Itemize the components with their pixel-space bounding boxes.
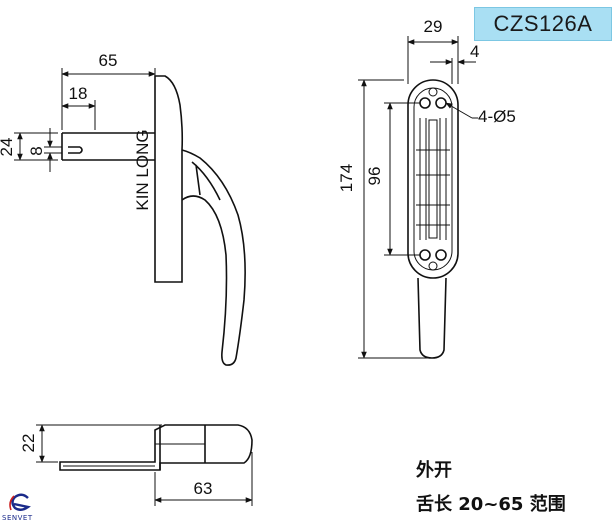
dim-side-height: 24 xyxy=(0,138,16,157)
bottom-view-dimensions xyxy=(36,424,253,506)
dim-front-offset: 4 xyxy=(470,42,479,61)
side-view-dimensions xyxy=(14,68,156,172)
dim-side-inner: 8 xyxy=(27,146,46,155)
logo-e-icon xyxy=(9,493,31,511)
dim-bottom-thickness: 22 xyxy=(19,434,38,453)
mount-hole xyxy=(435,249,447,261)
lever-arm-edge xyxy=(191,161,221,201)
dim-front-width: 29 xyxy=(424,17,443,36)
dim-holes-label: 4-Ø5 xyxy=(478,107,516,126)
mount-hole xyxy=(419,97,431,109)
dim-front-length: 174 xyxy=(337,164,356,192)
front-view-dimensions xyxy=(358,36,478,359)
dim-side-width: 65 xyxy=(99,51,118,70)
tongue-length-note: 舌长 20~65 范围 xyxy=(416,494,566,515)
front-base-plate xyxy=(407,79,459,279)
dim-front-hole-spacing: 96 xyxy=(365,167,384,186)
model-badge: CZS126A xyxy=(474,7,612,41)
side-view xyxy=(61,75,246,366)
dim-side-tongue: 18 xyxy=(69,84,88,103)
engraving-text: KIN LONG xyxy=(133,129,152,210)
tongue-slot xyxy=(68,146,83,154)
mount-hole xyxy=(419,249,431,261)
bottom-view xyxy=(59,424,253,471)
brand-logo: SENVET xyxy=(2,490,42,526)
bottom-plate-outline xyxy=(59,424,253,471)
lever-arm-outline xyxy=(181,149,246,366)
logo-text: SENVET xyxy=(2,514,33,522)
front-lever xyxy=(417,277,447,359)
handle-base-outline xyxy=(154,75,184,283)
front-view xyxy=(407,79,459,359)
mount-hole xyxy=(435,97,447,109)
dim-bottom-length: 63 xyxy=(194,479,213,498)
opening-type-note: 外开 xyxy=(416,460,452,481)
